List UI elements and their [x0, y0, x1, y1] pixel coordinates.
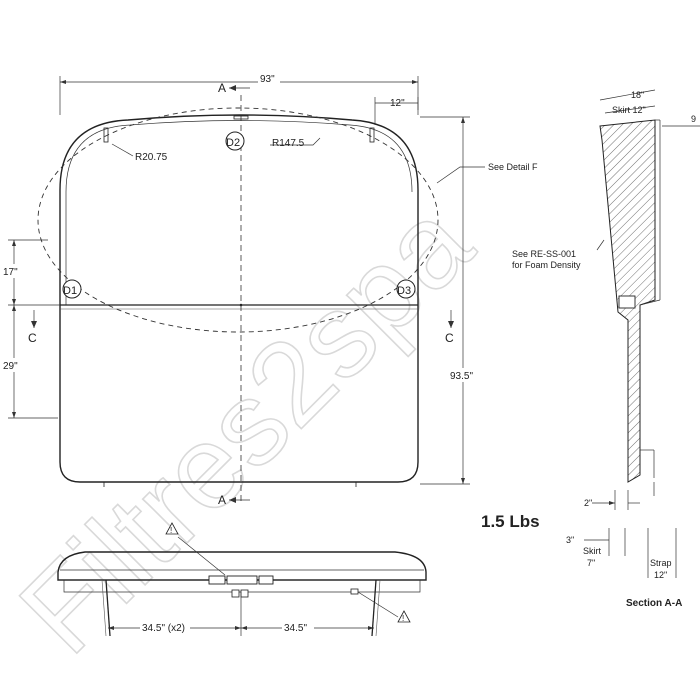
svg-text:!: !: [402, 614, 404, 623]
warning-triangle-2: [397, 610, 411, 623]
section-strap-value: 12": [654, 570, 667, 580]
section-dim-18: 18": [631, 90, 644, 100]
cover-inner-outline: [65, 120, 413, 305]
dim-height-label: 93.5": [450, 371, 473, 382]
section-dim-3: 3": [566, 535, 574, 545]
hinge-block-3: [258, 575, 274, 585]
d2-circle: [225, 131, 245, 151]
d3-label: D3: [397, 285, 411, 297]
d1-circle: [62, 279, 82, 299]
top-view: 93" 12" R20.75 R147.5 D2 D1 D3 See Detai…: [2, 72, 538, 507]
hinge-clip-2: [240, 589, 249, 598]
handle-top-left: [103, 127, 109, 143]
handle-top-center: [233, 115, 249, 120]
watermark-text: Filtres2spa: [0, 177, 497, 679]
section-skirt-top: Skirt 12": [612, 105, 646, 115]
section-title: Section A-A: [626, 598, 682, 609]
radius-small-label: R20.75: [135, 152, 168, 163]
hinge-block-2: [226, 575, 258, 585]
handle-top-right: [369, 127, 375, 143]
d1-label: D1: [63, 285, 77, 297]
section-skirt-value: 7": [587, 558, 595, 568]
d3-circle: [396, 279, 416, 299]
radius-large-label: R147.5: [272, 138, 305, 149]
strap-right: [371, 579, 377, 637]
section-a-a-view: 18" Skirt 12" 9 See RE-SS-001 for Foam D…: [512, 89, 700, 609]
section-strap-label: Strap: [650, 558, 672, 568]
svg-text:!: !: [170, 526, 172, 535]
svg-text:A: A: [218, 493, 226, 507]
dim-width-label: 93": [260, 74, 275, 85]
svg-text:A: A: [218, 81, 226, 95]
foam-note-line1: See RE-SS-001: [512, 249, 576, 259]
section-dim-2: 2": [584, 498, 592, 508]
front-cover-body: [57, 551, 427, 581]
front-view: ! ! 34.5" (x2) 34.5": [57, 522, 427, 637]
section-mark-c-left: C: [28, 310, 37, 345]
cover-outline: [59, 114, 419, 483]
hinge-clip-1: [231, 589, 240, 598]
section-dim-9: 9: [691, 114, 696, 124]
see-detail-label: See Detail F: [488, 162, 538, 172]
dim-hinge-offset-label: 12": [390, 98, 405, 109]
detail-f-ellipse: [37, 107, 439, 333]
section-mark-a-bottom: A: [218, 493, 250, 507]
warning-triangle-1: [165, 522, 179, 535]
dim-bottom-left-label: 34.5" (x2): [142, 623, 185, 634]
hinge-block-1: [208, 575, 226, 585]
dim-bottom-right-label: 34.5": [284, 623, 307, 634]
watermark: Filtres2spa: [0, 176, 498, 679]
d2-label: D2: [226, 137, 240, 149]
section-skirt-label: Skirt: [583, 546, 601, 556]
foam-note-line2: for Foam Density: [512, 260, 581, 270]
strap-left: [105, 579, 111, 637]
svg-text:C: C: [445, 331, 454, 345]
section-hinge-block: [618, 295, 636, 309]
dim-left-upper-label: 17": [3, 267, 18, 278]
svg-text:C: C: [28, 331, 37, 345]
section-mark-a-top: A: [218, 81, 250, 95]
weight-label: 1.5 Lbs: [481, 512, 540, 531]
latch: [350, 588, 359, 595]
dim-left-lower-label: 29": [3, 361, 18, 372]
section-mark-c-right: C: [445, 310, 454, 345]
